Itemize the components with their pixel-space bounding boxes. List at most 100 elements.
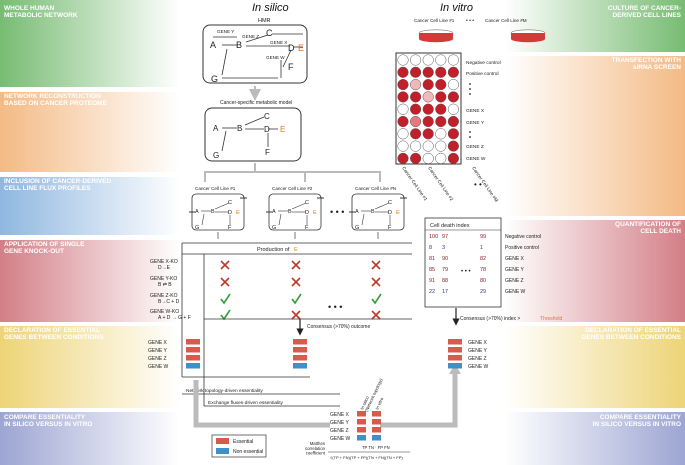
plate-well	[447, 66, 459, 78]
death-index-row-label: GENE Y	[505, 267, 524, 273]
death-index-value: 85	[429, 267, 435, 273]
death-index-value: 99	[480, 234, 486, 240]
ko-name: GENE X-KO	[150, 259, 178, 265]
svg-text:E: E	[280, 125, 285, 134]
svg-text:A: A	[355, 209, 359, 215]
death-index-title: Cell death index	[430, 223, 470, 229]
silico-flux-bar	[293, 347, 307, 353]
svg-text:D: D	[388, 210, 392, 216]
gene-w-label: GENE W	[266, 55, 285, 60]
svg-text:A: A	[272, 209, 276, 215]
plate-well	[410, 152, 422, 164]
plate-well	[435, 66, 447, 78]
compare-silico-cell	[357, 419, 366, 425]
svg-text:F: F	[228, 225, 232, 231]
svg-text:G: G	[211, 74, 218, 84]
knockout-viable-icon	[371, 293, 382, 305]
cancer-model-box	[204, 107, 302, 162]
band-compare-left	[0, 412, 180, 465]
death-index-row-label: Positive control	[505, 245, 539, 251]
gene-x-label: GENE X	[270, 40, 287, 45]
death-index-row-label: GENE X	[505, 256, 525, 262]
vitro-essentiality-bar	[448, 339, 462, 345]
vitro-gene-label: GENE X	[468, 340, 488, 346]
silico-topology-bar	[186, 339, 200, 345]
death-index-value: 79	[442, 267, 448, 273]
compare-gene-label: GENE Y	[330, 420, 349, 426]
svg-text:F: F	[288, 62, 294, 72]
threshold-label: Threshold	[540, 316, 562, 322]
knockout-lethal-icon	[371, 277, 381, 287]
band-transfection	[505, 56, 685, 216]
ko-reaction: B→C + D	[158, 299, 180, 305]
silico-topology-bar	[186, 363, 200, 369]
svg-text:• • •: • • •	[328, 302, 342, 312]
death-index-value: 88	[442, 278, 448, 284]
plate-well	[422, 66, 434, 78]
ellipsis-lines: • • •	[330, 207, 344, 217]
vitro-gene-label: GENE Z	[468, 356, 487, 362]
arrows-to-production	[217, 232, 379, 239]
band-whole-network	[0, 0, 180, 87]
plate-well	[435, 54, 447, 66]
death-index-value: 82	[480, 256, 486, 262]
cell-line-2-label: Cancer Cell Line #2	[272, 186, 313, 191]
production-label: Production of	[257, 247, 290, 253]
death-index-value: 90	[442, 256, 448, 262]
svg-text:• • •: • • •	[461, 269, 471, 275]
knockout-lethal-icon	[371, 310, 381, 320]
gene-z-label: GENE Z	[242, 34, 259, 39]
svg-text:E: E	[236, 210, 240, 216]
compare-vitro-cell	[372, 427, 381, 433]
compare-silico-cell	[357, 427, 366, 433]
consensus-label: Consensus (>70%) outcome	[307, 324, 370, 330]
svg-text:A: A	[210, 40, 216, 50]
svg-text:F: F	[388, 225, 392, 231]
plate-well	[435, 128, 447, 140]
svg-text:F: F	[305, 225, 309, 231]
flux-label: Exchange fluxes-driven essentiality	[208, 400, 284, 406]
plate-well	[410, 79, 422, 91]
svg-text:B: B	[236, 40, 242, 50]
plate-row-label: GENE W	[466, 156, 486, 162]
svg-text:D: D	[305, 210, 309, 216]
plate-well	[410, 54, 422, 66]
compare-vitro-cell	[372, 419, 381, 425]
plate-well	[410, 66, 422, 78]
vitro-gene-label: GENE Y	[468, 348, 487, 354]
svg-text:B: B	[211, 209, 215, 215]
plate-well	[422, 128, 434, 140]
band-reconstruction	[0, 92, 180, 172]
svg-text:• • •: • • •	[466, 18, 474, 24]
ko-reaction: B ⇄ B	[158, 282, 172, 288]
plate-well	[435, 79, 447, 91]
cell-line-1-label: Cancer Cell Line #1	[195, 186, 236, 191]
plate-well	[397, 115, 409, 128]
plate-well	[435, 115, 447, 128]
plate-col-label: Cancer Cell Line #2	[427, 166, 454, 202]
compare-vitro-cell	[372, 411, 381, 417]
compare-col-header: In vitro	[374, 396, 384, 410]
band-culture	[505, 0, 685, 52]
cancer-specific-model: Cancer-specific metabolic model A B C D …	[204, 100, 302, 162]
plate-well	[410, 128, 422, 140]
fanout-arrows	[204, 163, 381, 182]
ko-name: GENE W-KO	[150, 309, 179, 315]
svg-text:C: C	[266, 28, 273, 38]
svg-text:B: B	[288, 209, 292, 215]
in-vitro-header: In vitro	[440, 2, 473, 14]
svg-text:D: D	[264, 125, 270, 134]
dish-m-label: Cancer Cell Line #M	[485, 18, 527, 23]
svg-text:E: E	[396, 210, 400, 216]
